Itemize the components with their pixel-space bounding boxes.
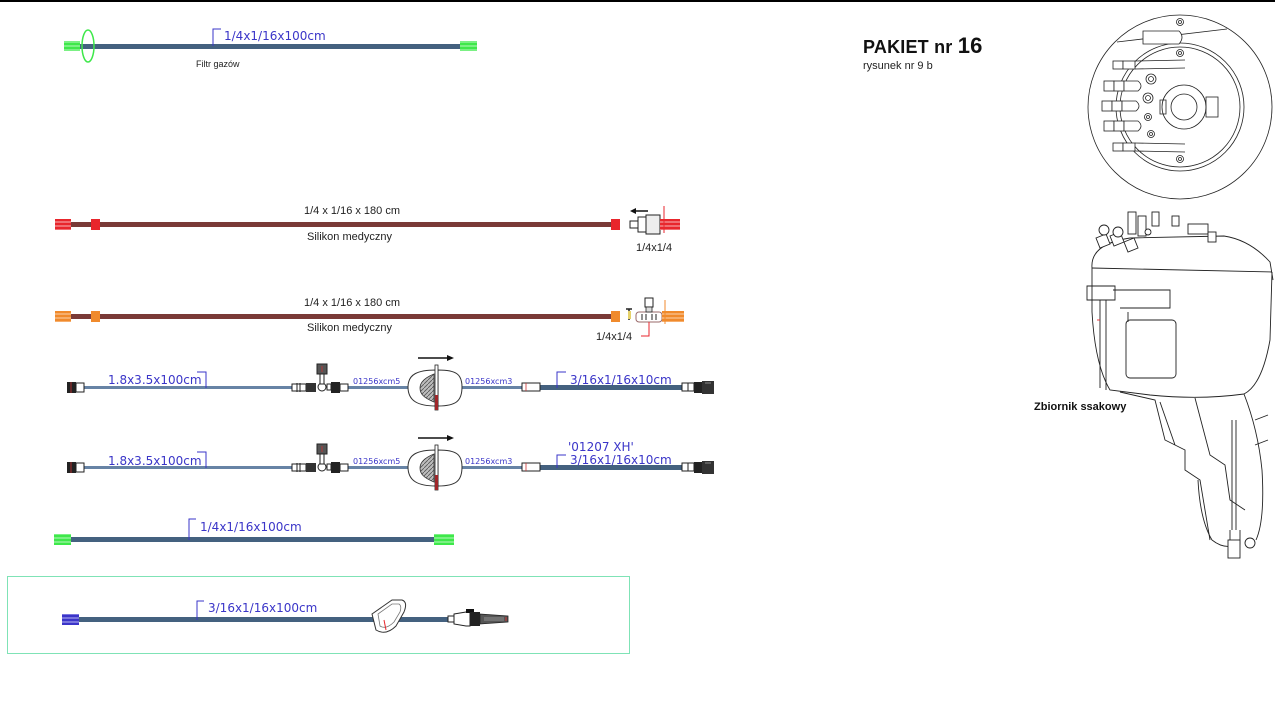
dimension-leader xyxy=(197,451,207,468)
line6-tube: 1/4x1/16x100cm xyxy=(54,518,454,545)
dimension-leader xyxy=(188,518,196,540)
clamp-orange xyxy=(91,311,100,322)
end-label-leader xyxy=(641,322,650,337)
connector-green-left xyxy=(54,534,71,545)
line5-dimension-left: 1.8x3.5x100cm xyxy=(108,454,202,468)
tube-adapter xyxy=(521,382,541,392)
end-connector-black-left xyxy=(67,382,85,393)
dimension-leader xyxy=(196,600,204,620)
connector-green-left xyxy=(64,41,80,51)
dimension-leader xyxy=(197,371,207,388)
line5-dimension-right: 3/16x1/16x10cm xyxy=(570,453,672,467)
tube-thin-blue xyxy=(462,386,522,389)
tube-brown xyxy=(70,222,618,227)
line1-dimension: 1/4x1/16x100cm xyxy=(224,29,326,43)
gas-filter-icon xyxy=(81,29,95,63)
end-connector-black-left xyxy=(67,462,85,473)
tube-thin-blue xyxy=(346,386,408,389)
reservoir-lid-top-view xyxy=(1087,14,1273,200)
three-way-stopcock-icon xyxy=(291,363,349,393)
tube-brown xyxy=(70,314,618,319)
line5-code: '01207 XH' xyxy=(568,440,634,454)
reservoir-label: Zbiornik ssakowy xyxy=(1034,401,1127,413)
tube-blue xyxy=(70,537,436,542)
line4-segment-b: 01256xcm3 xyxy=(465,377,512,386)
line7-dimension: 3/16x1/16x100cm xyxy=(208,601,317,615)
clamp-red xyxy=(611,219,620,230)
tube-blue xyxy=(78,44,462,49)
tube-thin-blue xyxy=(462,466,522,469)
line4-dimension-left: 1.8x3.5x100cm xyxy=(108,373,202,387)
line4-dimension-right: 3/16x1/16x10cm xyxy=(570,373,672,387)
top-border-line xyxy=(0,0,1275,2)
page-title: PAKIET nr 16 xyxy=(863,33,983,59)
dimension-leader xyxy=(556,371,566,388)
page-subtitle: rysunek nr 9 b xyxy=(863,60,933,72)
drip-chamber-icon xyxy=(407,364,463,411)
page-title-number: 16 xyxy=(957,33,983,58)
line2-silicone-tube-red: 1/4 x 1/16 x 180 cm Silikon medyczny 1/4… xyxy=(55,205,680,254)
line2-dimension: 1/4 x 1/16 x 180 cm xyxy=(304,205,400,217)
connector-red-left xyxy=(55,219,71,230)
line2-caption: Silikon medyczny xyxy=(307,231,392,243)
line3-caption: Silikon medyczny xyxy=(307,322,392,334)
clamp-red xyxy=(91,219,100,230)
connector-green-right xyxy=(434,534,454,545)
line3-silicone-tube-orange: 1/4 x 1/16 x 180 cm Silikon medyczny 1/4… xyxy=(55,297,684,343)
dimension-leader xyxy=(556,454,566,468)
roller-clamp-icon xyxy=(371,599,407,633)
highlight-box-line7 xyxy=(7,576,630,654)
connector-orange-right xyxy=(662,311,684,322)
tube-thin-blue xyxy=(82,386,292,389)
clamp-orange xyxy=(611,311,620,322)
line1-gas-filter-tube: 1/4x1/16x100cm Filtr gazów xyxy=(64,28,477,69)
tube-thin-blue xyxy=(346,466,408,469)
tube-blue xyxy=(540,465,682,470)
line3-end-label: 1/4x1/4 xyxy=(596,331,632,343)
line3-dimension: 1/4 x 1/16 x 180 cm xyxy=(304,297,400,309)
drip-chamber-icon xyxy=(407,444,463,491)
stopcock-valve-icon xyxy=(626,297,663,323)
line7-tube-with-clamp-and-spike: 3/16x1/16x100cm xyxy=(62,599,509,633)
tube-blue xyxy=(540,385,682,390)
end-connector-black-right xyxy=(681,381,714,394)
page-title-prefix: PAKIET nr xyxy=(863,37,953,57)
line2-end-label: 1/4x1/4 xyxy=(636,242,672,254)
flow-arrow-right-icon xyxy=(418,355,454,361)
tube-blue xyxy=(78,617,448,622)
connector-orange-left xyxy=(55,311,71,322)
spike-connector-icon xyxy=(447,609,509,627)
end-connector-black-right xyxy=(681,461,714,474)
three-way-stopcock-icon xyxy=(291,443,349,473)
line4-segment-a: 01256xcm5 xyxy=(353,377,400,386)
connector-green-right xyxy=(460,41,477,51)
tube-adapter xyxy=(521,462,541,472)
tube-thin-blue xyxy=(82,466,292,469)
line5-segment-b: 01256xcm3 xyxy=(465,457,512,466)
line5-segment-a: 01256xcm5 xyxy=(353,457,400,466)
line4-tubing-set-with-chamber: 1.8x3.5x100cm 01256xcm5 01256xcm3 3/16x1… xyxy=(67,355,714,411)
line1-caption: Filtr gazów xyxy=(196,59,240,69)
dimension-leader xyxy=(212,28,221,46)
connector-purple-left xyxy=(62,614,79,625)
suction-reservoir-drawing xyxy=(1086,211,1274,559)
flow-arrow-left-icon xyxy=(630,208,648,214)
line5-tubing-set-with-chamber: 1.8x3.5x100cm 01256xcm5 01256xcm3 '01207… xyxy=(67,435,714,491)
connector-red-right xyxy=(660,219,680,230)
line6-dimension: 1/4x1/16x100cm xyxy=(200,520,302,534)
flow-arrow-right-icon xyxy=(418,435,454,441)
luer-adapter-icon xyxy=(629,214,661,235)
